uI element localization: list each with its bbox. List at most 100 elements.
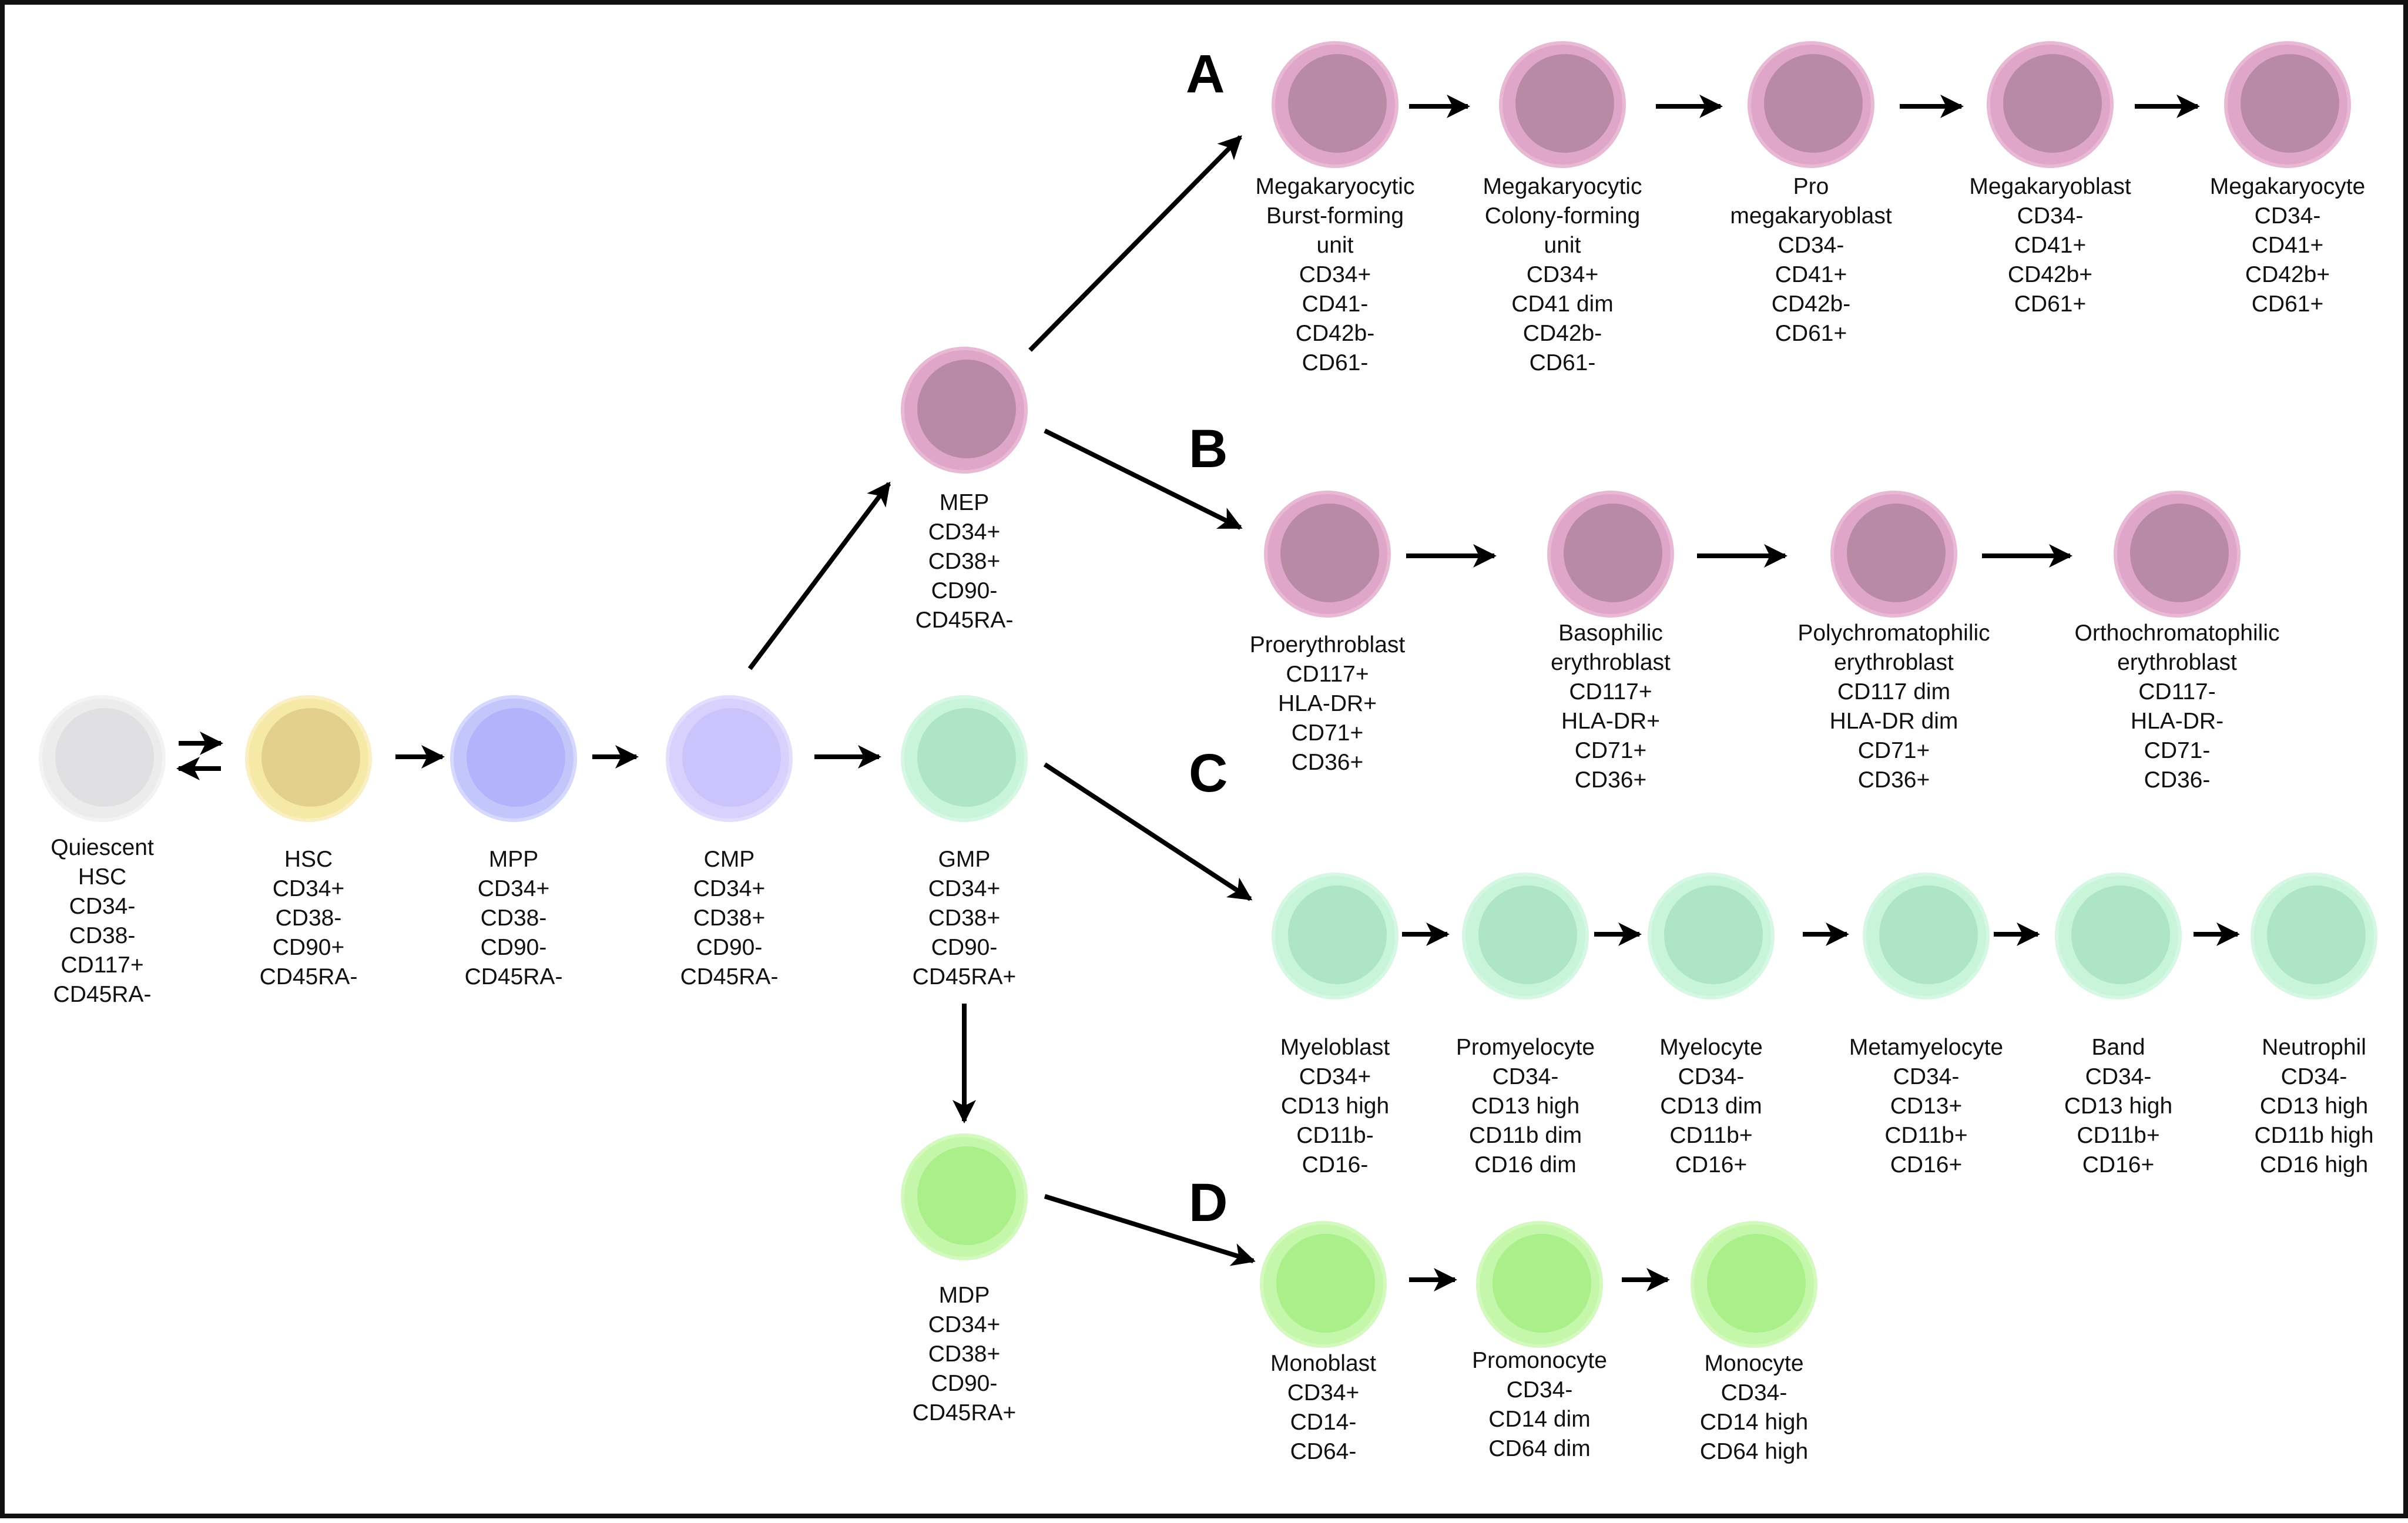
cell-marker: CD34- — [2085, 1064, 2152, 1089]
cell-marker: CD16+ — [1890, 1152, 1963, 1178]
cell-mdp — [901, 1133, 1028, 1260]
cell-nucleus — [2003, 54, 2102, 153]
cell-marker: CD36- — [2144, 767, 2211, 793]
cell-marker: CD45RA- — [915, 608, 1014, 633]
cell-nucleus — [1515, 54, 1614, 153]
cell-marker: CD36+ — [1574, 767, 1647, 793]
cell-name: Megakaryoblast — [1969, 174, 2131, 199]
cell-nucleus — [1664, 885, 1763, 984]
cell-name: HSC — [284, 847, 333, 872]
cell-marker: CD38+ — [928, 1341, 1001, 1367]
cell-basophilic-erythroblast — [1547, 491, 1674, 618]
cell-marker: CD11b+ — [1884, 1123, 1968, 1148]
cell-name: Megakaryocyte — [2209, 174, 2366, 199]
cell-nucleus — [1707, 1234, 1806, 1333]
cell-marker: CD38+ — [928, 549, 1001, 574]
cell-marker: CD64- — [1290, 1439, 1357, 1464]
cell-marker: CD34- — [1893, 1064, 1960, 1089]
cell-marker: CD42b- — [1522, 321, 1602, 346]
cell-mep — [901, 347, 1028, 474]
cell-marker: CD71+ — [1291, 720, 1364, 746]
arrow-mep-to-proerythroblast — [1044, 428, 1243, 530]
cell-marker: CD61- — [1302, 350, 1369, 375]
cell-marker: CD34- — [2017, 203, 2084, 229]
cell-marker: CD34+ — [1287, 1380, 1360, 1405]
cell-myelocyte — [1648, 873, 1775, 999]
cell-marker: CD71+ — [1574, 738, 1647, 763]
arrow-gmp-to-myeloblast — [1043, 762, 1253, 901]
cell-marker: CD34+ — [1299, 262, 1371, 287]
cell-marker: CD34- — [1778, 233, 1844, 258]
cell-monocyte — [1691, 1221, 1817, 1348]
cell-marker: CD36+ — [1857, 767, 1930, 793]
cell-marker: CD14- — [1290, 1410, 1357, 1435]
cell-nucleus — [2130, 504, 2229, 602]
cell-marker: CD42b+ — [2007, 262, 2093, 287]
cell-nucleus — [682, 708, 781, 807]
cell-quiescent-hsc — [39, 695, 166, 822]
arrow-mdp-to-monoblast — [1044, 1194, 1256, 1266]
cell-marker: CD90- — [696, 935, 763, 960]
cell-marker: CD61+ — [2251, 291, 2324, 317]
cell-marker: CD38- — [69, 923, 136, 948]
cell-band — [2055, 873, 2182, 999]
cell-marker: CD45RA+ — [912, 964, 1017, 989]
cell-polychromatophilic-erythroblast — [1830, 491, 1957, 618]
cell-marker: Burst-forming — [1266, 203, 1404, 229]
cell-megakaryoblast — [1987, 41, 2114, 168]
cell-marker: CD90- — [931, 1371, 998, 1396]
cell-marker: erythroblast — [1551, 650, 1671, 675]
cell-marker: CD14 dim — [1488, 1407, 1591, 1432]
cell-cmp — [666, 695, 793, 822]
cell-nucleus — [261, 708, 360, 807]
cell-marker: CD11b dim — [1468, 1123, 1582, 1148]
cell-nucleus — [917, 708, 1016, 807]
cell-name: Proerythroblast — [1249, 632, 1406, 657]
cell-marker: CD34+ — [928, 519, 1001, 545]
cell-nucleus — [1288, 54, 1387, 153]
cell-marker: CD41+ — [2014, 233, 2087, 258]
cell-name: Neutrophil — [2262, 1035, 2366, 1060]
cell-marker: Colony-forming — [1484, 203, 1641, 229]
cell-marker: erythroblast — [1834, 650, 1954, 675]
cell-marker: CD11b+ — [2077, 1123, 2160, 1148]
cell-name: Promyelocyte — [1455, 1035, 1595, 1060]
cell-name: MEP — [939, 490, 990, 515]
cell-marker: CD42b- — [1771, 291, 1851, 317]
cell-marker: CD41 dim — [1511, 291, 1614, 317]
cell-nucleus — [467, 708, 565, 807]
cell-promonocyte — [1476, 1221, 1603, 1348]
cell-marker: CD16 high — [2259, 1152, 2369, 1178]
cell-name: Basophilic — [1558, 620, 1663, 646]
cell-name: Orthochromatophilic — [2074, 620, 2280, 646]
cell-nucleus — [1564, 504, 1662, 602]
cell-marker: HLA-DR dim — [1829, 709, 1958, 734]
cell-marker: CD34+ — [272, 876, 345, 901]
cell-marker: CD45RA- — [53, 982, 152, 1007]
lineage-label-a: A — [1186, 44, 1225, 104]
cell-nucleus — [55, 708, 154, 807]
cell-name: MPP — [488, 847, 539, 872]
cell-marker: CD34- — [2254, 203, 2321, 229]
cell-promyelocyte — [1462, 873, 1589, 999]
cell-name: Band — [2091, 1035, 2145, 1060]
cell-name: MDP — [938, 1283, 990, 1308]
cell-marker: CD34+ — [928, 876, 1001, 901]
cell-hsc — [245, 695, 372, 822]
cell-marker: CD34- — [1506, 1377, 1573, 1403]
cell-nucleus — [1493, 1234, 1591, 1333]
cell-marker: CD13 high — [2259, 1093, 2369, 1119]
